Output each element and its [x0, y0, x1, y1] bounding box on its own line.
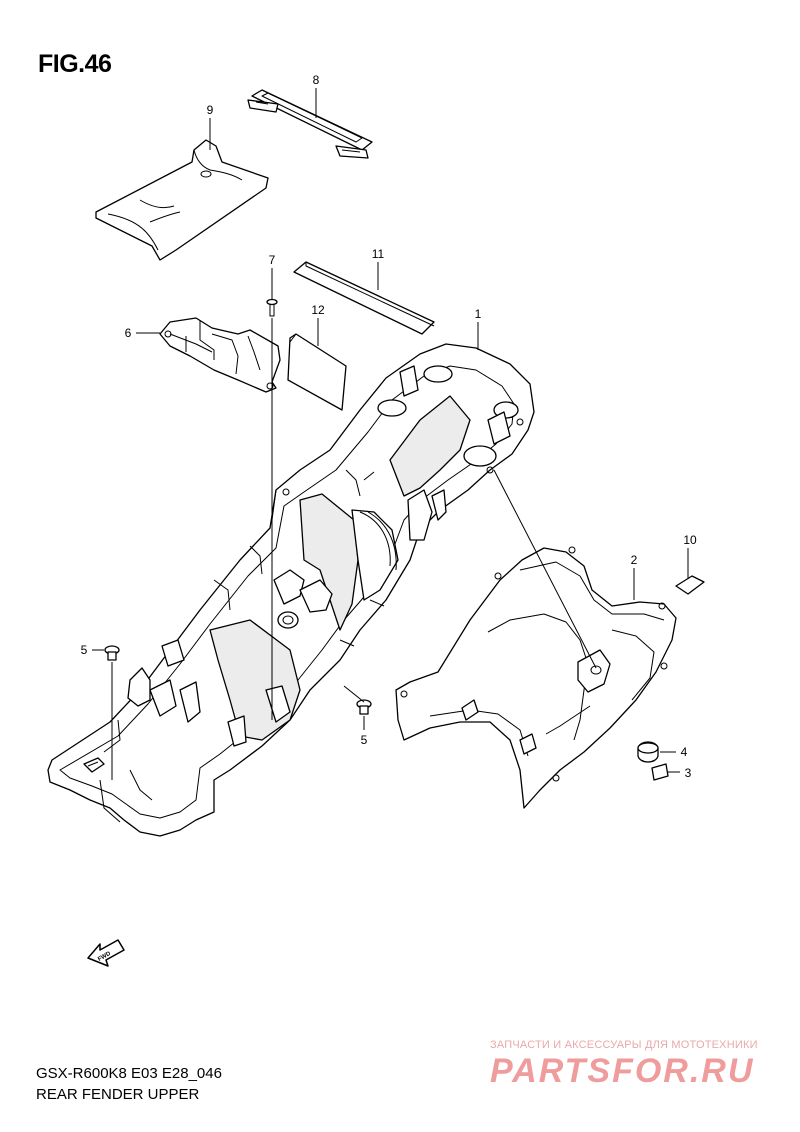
part-2-tail-cover	[395, 546, 677, 809]
part-9-tool-bag	[95, 139, 269, 261]
watermark-logo: PARTSFOR.RU	[490, 1052, 755, 1090]
fwd-arrow-icon: FWD	[87, 939, 125, 967]
part-1-rear-fender	[47, 343, 535, 837]
leader-lines	[92, 88, 689, 780]
part-10-label	[675, 575, 705, 595]
section-name: REAR FENDER UPPER	[36, 1086, 200, 1103]
figure-title: FIG.46	[38, 50, 112, 78]
callout-5-left: 5	[81, 643, 88, 657]
callout-5-right: 5	[361, 733, 368, 747]
callout-3: 3	[685, 766, 692, 780]
model-code: GSX-R600K8 E03 E28_046	[36, 1065, 222, 1082]
part-6-bracket	[159, 317, 281, 393]
part-3-nut	[651, 763, 669, 781]
callout-2: 2	[631, 553, 638, 567]
callout-numbers: 8 9 7 11 12 1 6 2 10 5 5 4 3	[81, 73, 697, 780]
watermark-tagline: ЗАПЧАСТИ И АКСЕССУАРЫ ДЛЯ МОТОТЕХНИКИ	[490, 1039, 758, 1051]
callout-1: 1	[475, 307, 482, 321]
callout-8: 8	[313, 73, 320, 87]
callout-12: 12	[311, 303, 325, 317]
part-11-pad	[293, 261, 435, 335]
callout-4: 4	[681, 745, 688, 759]
part-7-screw	[266, 298, 278, 317]
part-12-label	[287, 333, 347, 411]
callout-11: 11	[372, 247, 385, 261]
callout-7: 7	[269, 253, 276, 267]
part-5-bolt-right	[356, 699, 372, 715]
part-8-strap	[247, 89, 373, 159]
callout-10: 10	[683, 533, 697, 547]
callout-9: 9	[207, 103, 214, 117]
part-5-bolt-left	[104, 645, 120, 661]
callout-6: 6	[125, 326, 132, 340]
part-4-grommet	[637, 741, 659, 763]
